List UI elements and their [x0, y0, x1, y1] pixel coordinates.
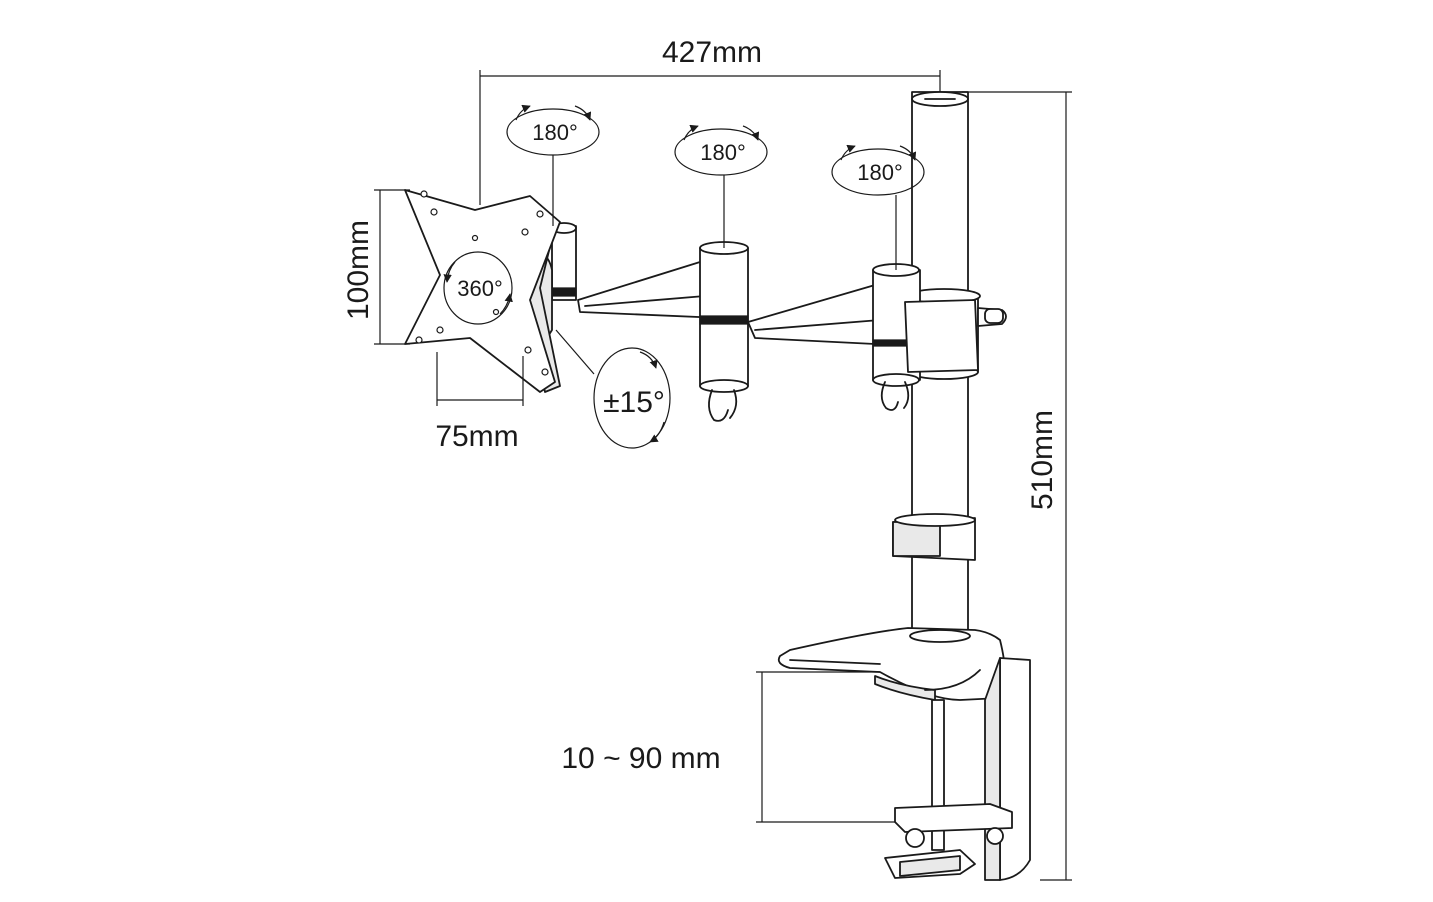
dimension-75mm [436, 352, 524, 406]
head-swivel-badge [506, 104, 600, 226]
vesa-width-label: 75mm [435, 420, 518, 453]
vesa-plate [404, 189, 561, 393]
arm-reach-label: 427mm [662, 36, 762, 69]
pole-joint-label: 180° [857, 160, 903, 185]
plate-rotation-badge [443, 251, 513, 325]
pole-height-label: 510mm [1026, 410, 1059, 510]
front-arm [577, 241, 749, 422]
middle-joint-label: 180° [700, 140, 746, 165]
plate-rotation-label: 360° [457, 276, 503, 301]
dimension-427mm [479, 70, 941, 205]
tilt-label: ±15° [603, 386, 665, 419]
head-swivel-label: 180° [532, 120, 578, 145]
pole-joint-badge [831, 144, 925, 270]
middle-joint-badge [674, 124, 768, 248]
clamp-range-label: 10 ~ 90 mm [561, 742, 720, 775]
dimension-510mm [962, 91, 1072, 881]
rear-arm [747, 263, 979, 411]
vesa-height-label: 100mm [342, 220, 375, 320]
tilt-badge [555, 329, 671, 449]
desk-clamp [777, 627, 1031, 881]
dimension-clamp-range [756, 671, 895, 823]
dimension-100mm [374, 189, 410, 345]
